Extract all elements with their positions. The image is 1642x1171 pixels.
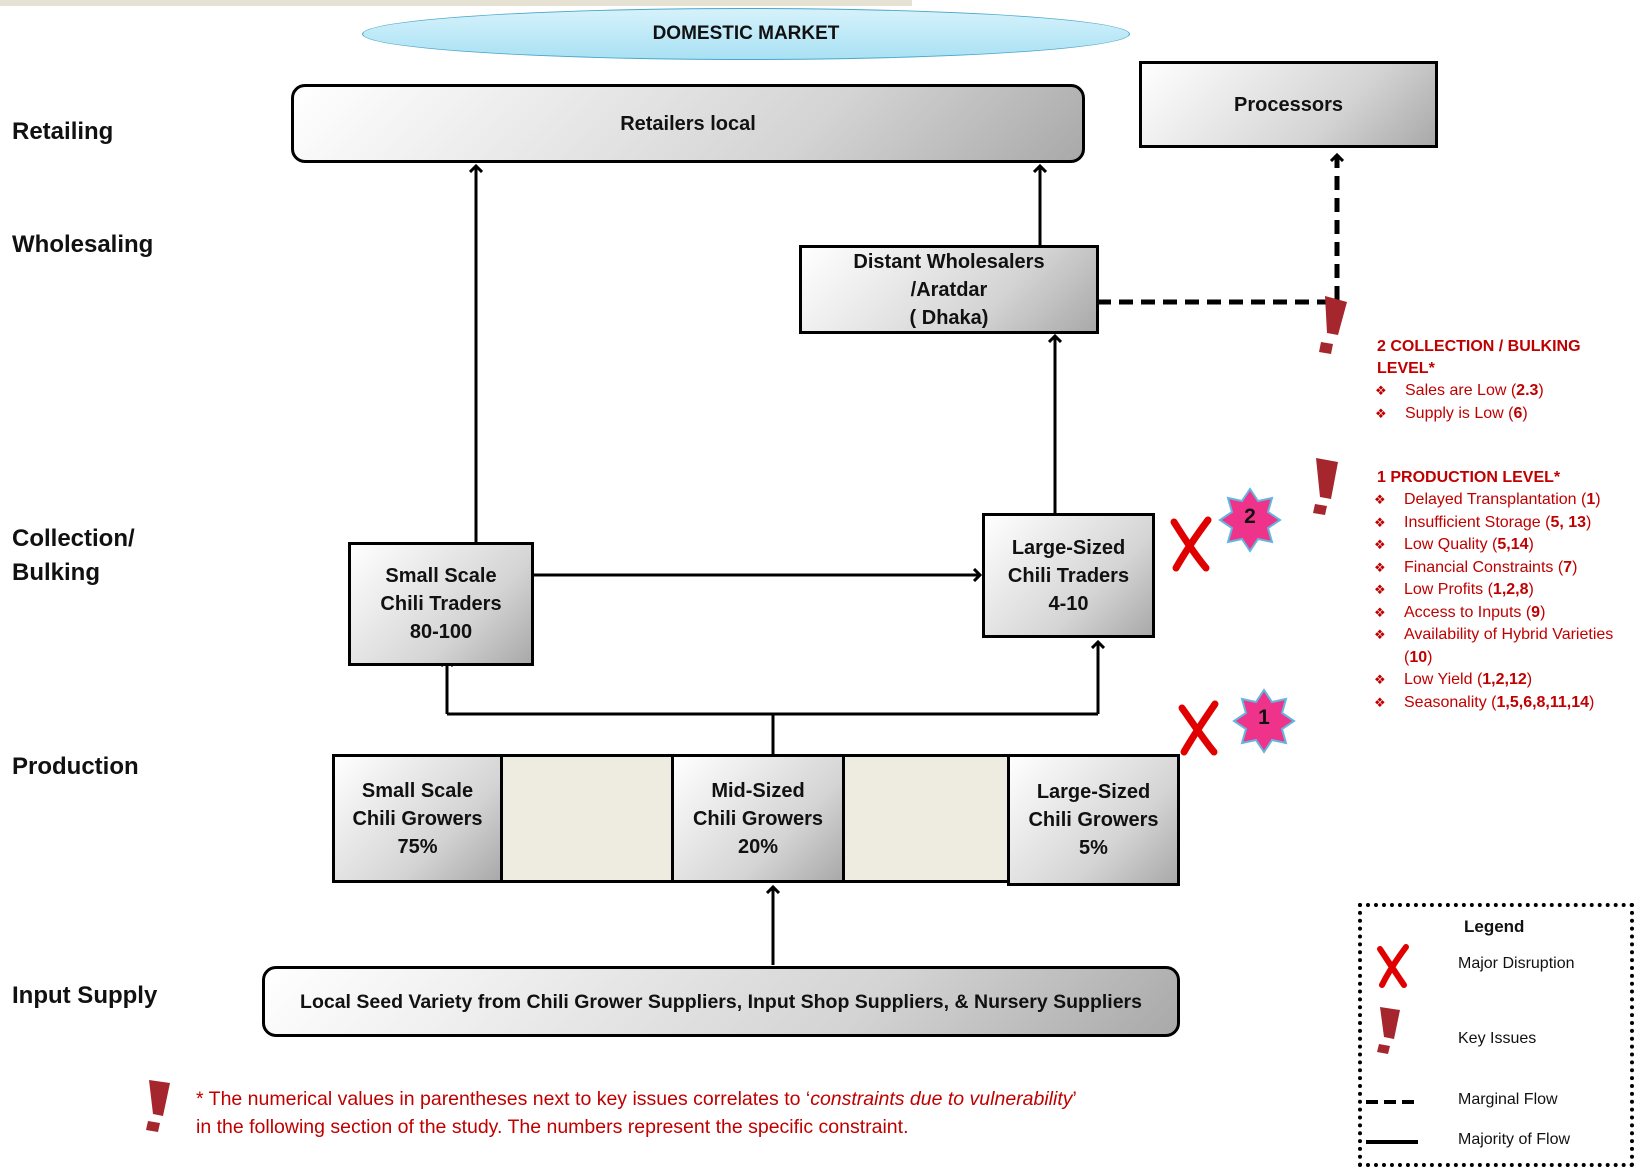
legend: Legend Major Disruption Key Issues Margi… [1358,903,1634,1167]
bullet-icon: ❖ [1374,604,1386,620]
exclamation-icon-footnote [146,1080,170,1132]
legend-exclamation-icon [1377,1007,1400,1054]
bullet-icon: ❖ [1374,672,1386,687]
large-traders-box: Large-Sized Chili Traders 4-10 [982,513,1155,638]
production-issues-panel: 1 PRODUCTION LEVEL* ❖Delayed Transplanta… [1374,467,1629,715]
bullet-icon: ❖ [1374,537,1386,552]
stage-label-collection: Collection/ Bulking [12,525,135,586]
production-issue-item: ❖Financial Constraints (7) [1374,557,1629,580]
production-issue-item: ❖Low Quality (5,14) [1374,534,1629,557]
footnote-text: * The numerical values in parentheses ne… [196,1088,811,1110]
exclamation-icon-collection [1319,296,1347,354]
production-issue-item: ❖Insufficient Storage (5, 13) [1374,512,1629,535]
legend-key-issues-label: Key Issues [1458,1030,1537,1047]
badge-number-collection: 2 [1244,505,1256,528]
production-issue-item: ❖Access to Inputs (9) [1374,602,1629,625]
marginal-flow-to-processors [1097,155,1337,305]
collection-issues-panel: 2 COLLECTION / BULKING LEVEL* ❖Sales are… [1375,336,1642,426]
legend-symbols [1366,944,1418,1144]
input-supply-box: Local Seed Variety from Chili Grower Sup… [262,966,1180,1037]
disruption-x-production [1178,700,1219,756]
exclamation-icon-production [1313,458,1338,515]
footnote-italic: constraints due to vulnerability [810,1088,1073,1110]
production-issue-item: ❖Delayed Transplantation (1) [1374,489,1629,512]
production-gap-2 [842,754,1010,883]
production-issue-item: ❖Availability of Hybrid Varieties (10) [1374,626,1614,666]
bullet-icon: ❖ [1374,627,1386,642]
bullet-icon: ❖ [1374,559,1386,575]
collection-issue-item: ❖Sales are Low (2.3) [1375,380,1642,403]
top-decoration-bar [0,0,912,6]
bullet-icon: ❖ [1374,492,1386,507]
legend-disruption-x-icon [1377,944,1409,988]
small-traders-box: Small Scale Chili Traders 80-100 [348,542,534,666]
collection-issues-title: 2 COLLECTION / BULKING LEVEL* [1377,338,1581,377]
production-gap-1 [500,754,674,883]
stage-label-retailing: Retailing [12,118,114,145]
production-issue-item: ❖Low Yield (1,2,12) [1374,669,1629,692]
production-issue-item: ❖Low Profits (1,2,8) [1374,579,1629,602]
legend-majority-flow-label: Majority of Flow [1458,1131,1571,1148]
collection-issue-item: ❖Supply is Low (6) [1375,403,1642,426]
badge-number-production: 1 [1258,706,1270,729]
legend-title: Legend [1464,917,1525,936]
stage-label-wholesaling: Wholesaling [12,231,154,258]
legend-marginal-flow-label: Marginal Flow [1458,1091,1558,1108]
retailers-box: Retailers local [291,84,1085,163]
large-growers-box: Large-Sized Chili Growers 5% [1007,754,1180,886]
disruption-x-collection [1170,516,1212,572]
stage-label-production: Production [12,753,139,780]
badge-star-collection [1218,487,1282,553]
domestic-market-ellipse: DOMESTIC MARKET [362,8,1130,60]
bullet-icon: ❖ [1375,383,1387,398]
legend-major-disruption-label: Major Disruption [1458,955,1575,972]
footnote-quote: ’ [1072,1088,1077,1110]
stage-label-input-supply: Input Supply [12,982,158,1009]
wholesalers-box: Distant Wholesalers /Aratdar ( Dhaka) [799,245,1099,334]
footnote: * The numerical values in parentheses ne… [196,1085,1196,1141]
small-growers-box: Small Scale Chili Growers 75% [332,754,503,883]
bullet-icon: ❖ [1375,405,1387,421]
production-issue-item: ❖Seasonality (1,5,6,8,11,14) [1374,692,1629,715]
bullet-icon: ❖ [1374,514,1386,530]
mid-growers-box: Mid-Sized Chili Growers 20% [671,754,845,883]
footnote-line2: in the following section of the study. T… [196,1116,909,1138]
processors-box: Processors [1139,61,1438,148]
bullet-icon: ❖ [1374,582,1386,597]
bullet-icon: ❖ [1374,694,1386,710]
production-issues-title: 1 PRODUCTION LEVEL* [1377,469,1561,486]
badge-star-production [1232,688,1296,754]
